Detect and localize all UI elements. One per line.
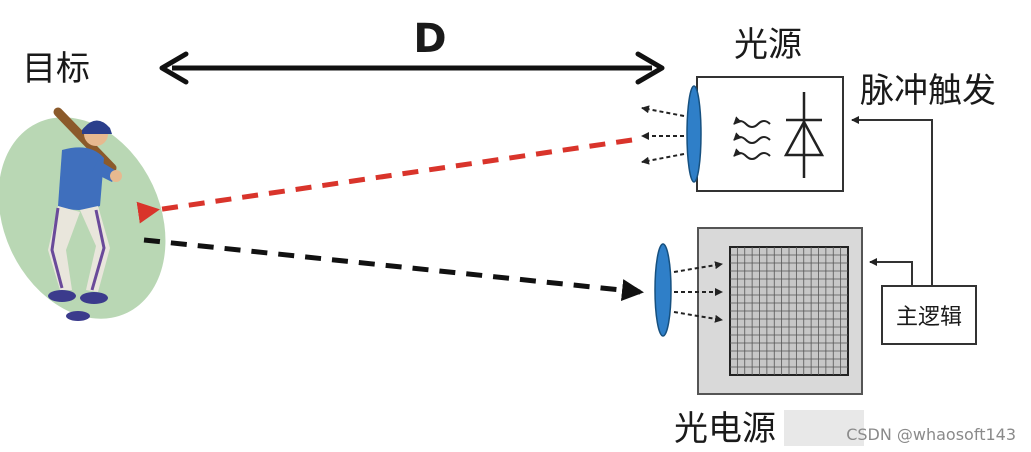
blurred-region (784, 410, 864, 446)
detector-input-arrows (673, 261, 723, 323)
pulse-trigger-label: 脉冲触发 (860, 71, 996, 111)
laser-diode-icon (783, 92, 825, 178)
return-beam (143, 237, 644, 302)
watermark: CSDN @whaosoft143 (846, 425, 1016, 444)
target-label: 目标 (22, 49, 90, 89)
detector-grid (730, 247, 848, 375)
source-lens (686, 85, 702, 183)
logic-to-detector-line (869, 258, 913, 286)
emit-beam (136, 137, 633, 224)
distance-label: D (413, 16, 446, 62)
baseball-batter-icon (0, 107, 166, 321)
light-wave-icon (733, 116, 771, 160)
main-logic-label: 主逻辑 (896, 305, 962, 330)
distance-arrow (159, 51, 665, 85)
detector-lens (654, 243, 672, 337)
detector-label: 光电源 (674, 409, 776, 449)
light-source-label: 光源 (734, 25, 802, 65)
main-logic-box (881, 285, 977, 345)
light-source-box (696, 76, 844, 192)
trigger-line (851, 116, 933, 286)
source-output-arrows (641, 105, 685, 165)
